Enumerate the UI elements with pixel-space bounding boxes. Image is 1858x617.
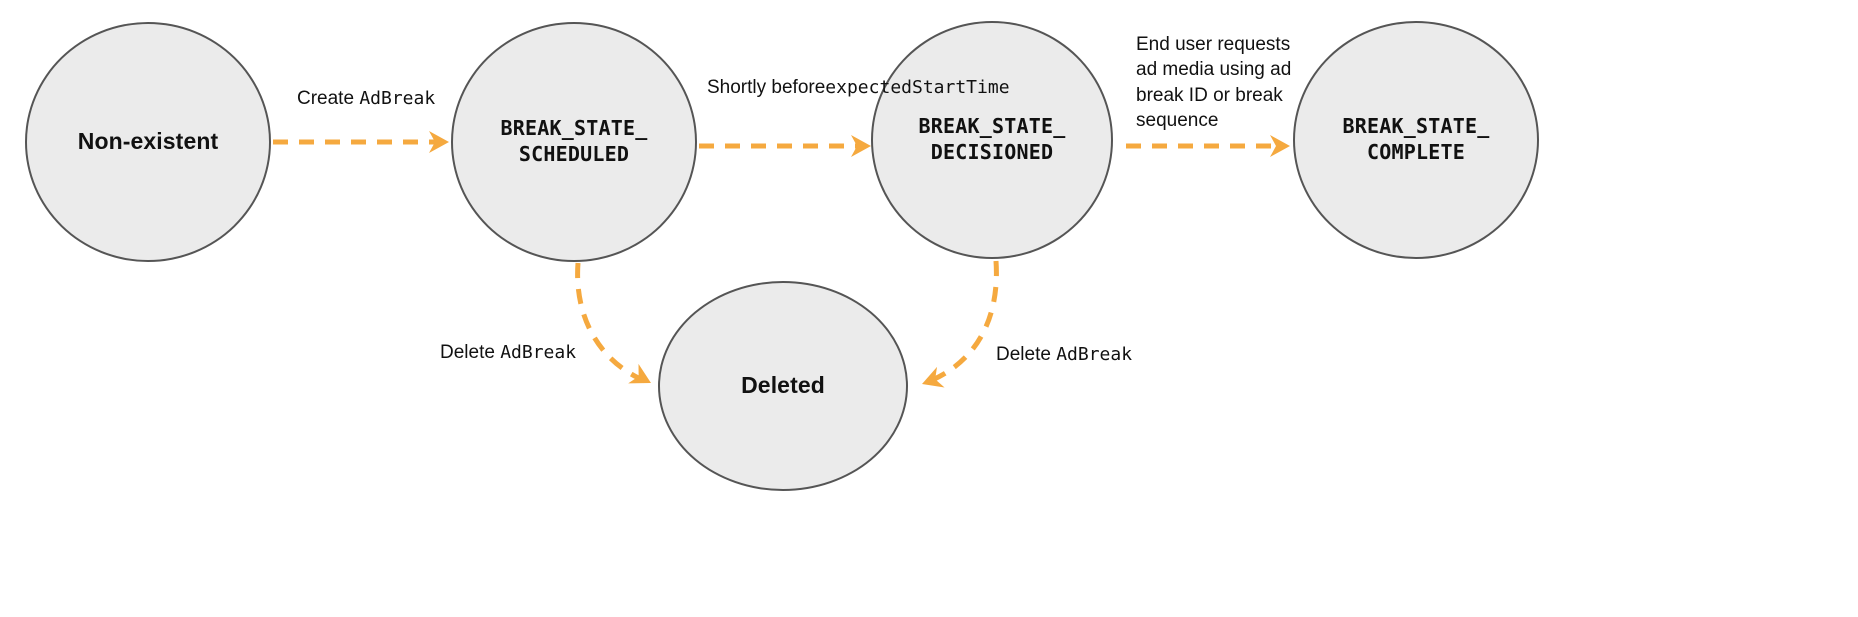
state-node-break-state-decisioned[interactable]: BREAK_STATE_ DECISIONED <box>871 21 1113 259</box>
arrowhead-delete-adbreak-from-scheduled <box>628 363 651 384</box>
state-node-label-non-existent: Non-existent <box>77 128 219 155</box>
edge-delete-adbreak-from-scheduled <box>575 262 646 384</box>
state-node-deleted[interactable]: Deleted <box>658 281 908 491</box>
state-node-non-existent[interactable]: Non-existent <box>25 22 271 262</box>
arrowhead-shortly-before-expected-start-time <box>851 135 871 157</box>
edge-delete-adbreak-from-decisioned <box>929 260 999 384</box>
state-node-label-break-state-decisioned: BREAK_STATE_ DECISIONED <box>918 114 1066 164</box>
state-node-label-break-state-scheduled: BREAK_STATE_ SCHEDULED <box>500 116 648 166</box>
state-node-break-state-scheduled[interactable]: BREAK_STATE_ SCHEDULED <box>451 22 697 262</box>
arrowhead-end-user-requests-ad-media <box>1270 135 1290 157</box>
state-node-label-deleted: Deleted <box>741 372 825 399</box>
arrowhead-delete-adbreak-from-decisioned <box>922 366 945 388</box>
state-node-break-state-complete[interactable]: BREAK_STATE_ COMPLETE <box>1293 21 1539 259</box>
arrowhead-create-adbreak <box>429 131 449 153</box>
state-node-label-break-state-complete: BREAK_STATE_ COMPLETE <box>1342 114 1490 164</box>
